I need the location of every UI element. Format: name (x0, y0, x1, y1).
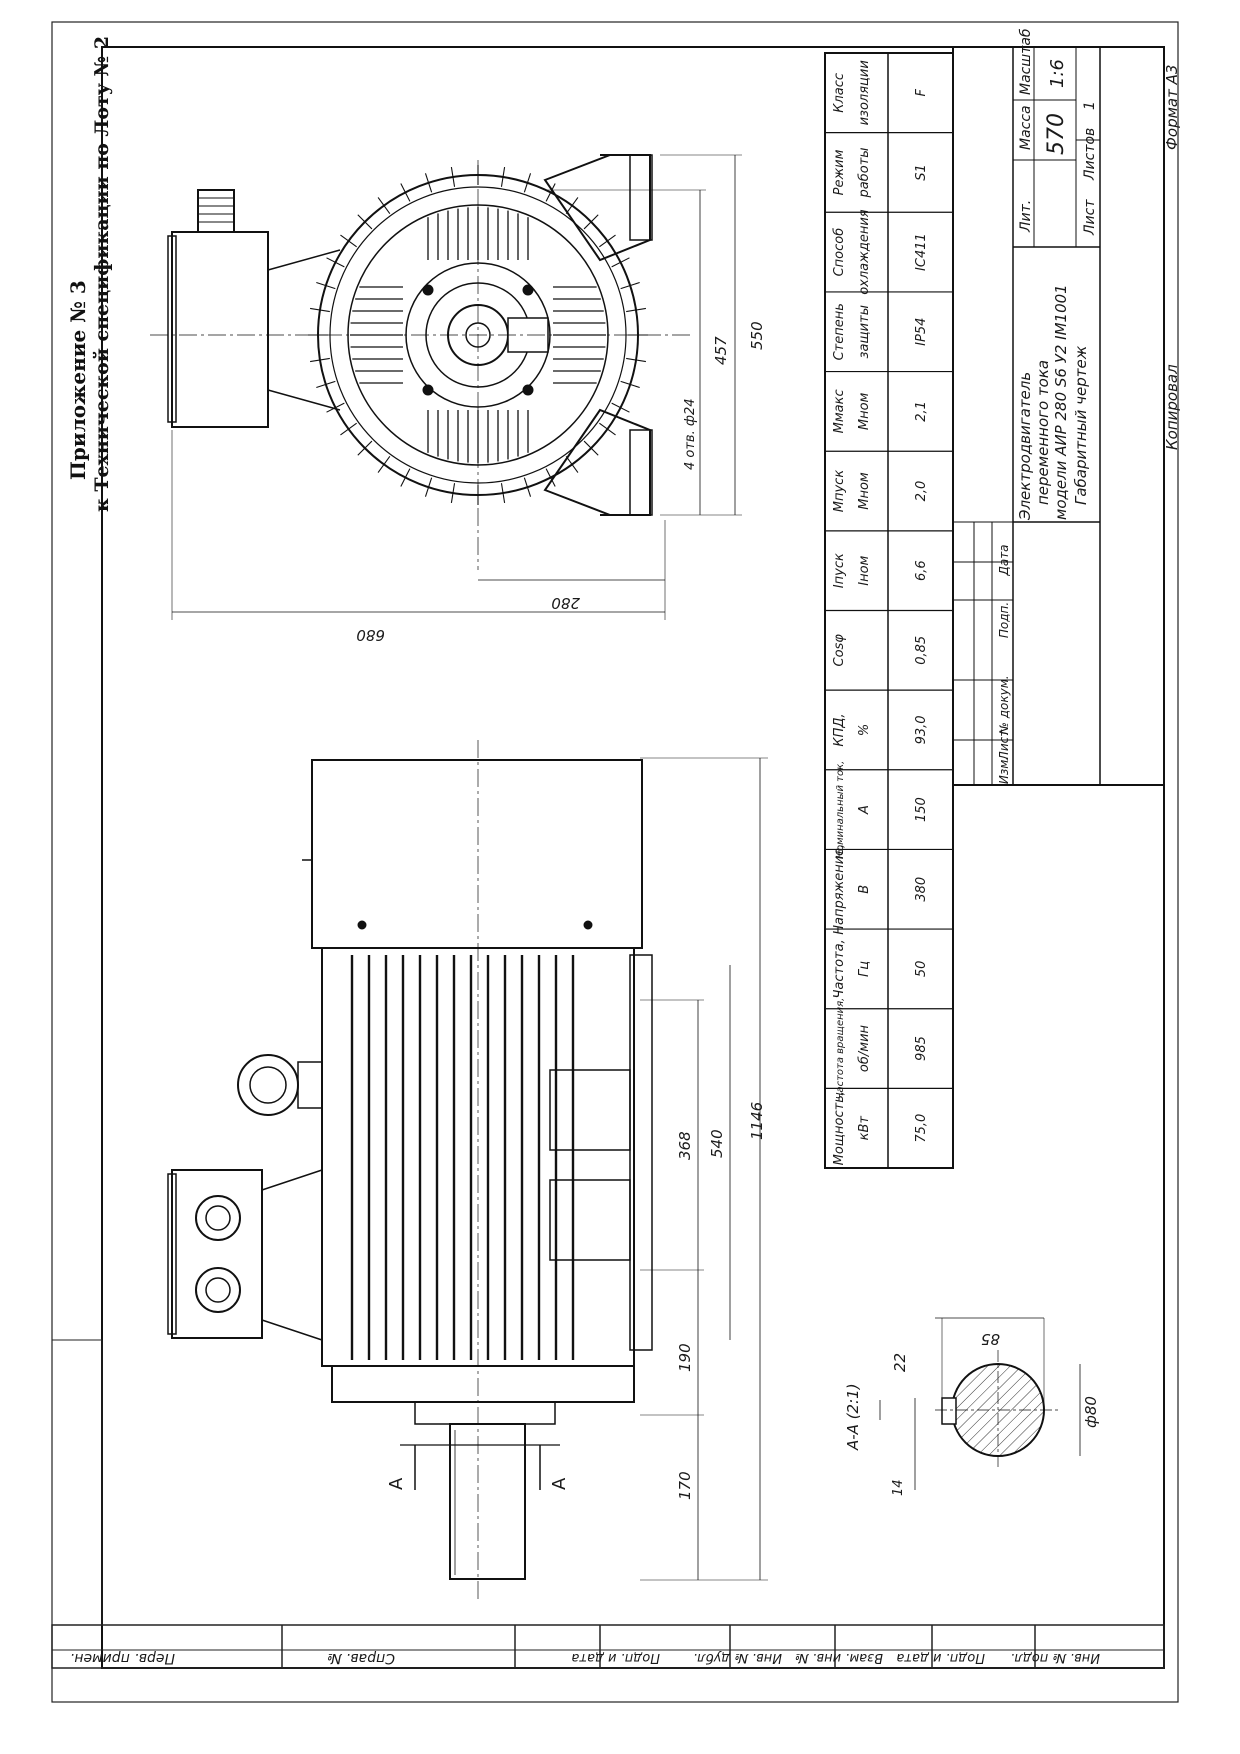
stamp-podp-data-2: Подп. и дата (896, 1650, 985, 1665)
spec-value-11: IC411 (914, 233, 929, 271)
outer-frame (51, 21, 1179, 1703)
spec-unit-3: В (857, 885, 872, 894)
spec-value-13: F (914, 89, 929, 97)
side-dimensions: 1146 540 368 190 170 А А (386, 1102, 766, 1500)
spec-unit-13: изоляции (857, 60, 872, 125)
spec-value-4: 150 (914, 797, 929, 822)
rev-header-3: Подп. (997, 602, 1011, 638)
spec-unit-11: охлаждения (857, 209, 872, 295)
rev-header-2: № докум. (997, 675, 1011, 735)
dim-680: 680 (356, 626, 385, 644)
dim-170: 170 (676, 1471, 694, 1500)
stamp-podp-data-1: Подп. и дата (571, 1650, 660, 1665)
stamp-perv-primen: Перв. примен. (70, 1650, 175, 1666)
spec-header-9: Ммакс (832, 389, 847, 433)
rev-header-4: Дата (997, 544, 1011, 576)
tb-mass-label: Масса (1018, 105, 1034, 150)
spec-header-3: Напряжение, (832, 844, 847, 935)
spec-header-0: Мощность, (832, 1091, 847, 1165)
spec-value-5: 93,0 (914, 715, 929, 744)
cut-mark-right: А (549, 1477, 570, 1490)
tb-sheets-value: 1 (1082, 101, 1098, 110)
side-stamp: Перв. примен. Справ. № Подп. и дата Инв.… (51, 1339, 1165, 1669)
spec-header-5: КПД, (832, 713, 847, 746)
tb-copied: Копировал (1163, 364, 1181, 450)
tb-name-2: переменного тока (1034, 360, 1052, 505)
dim-190: 190 (676, 1343, 694, 1372)
spec-value-3: 380 (914, 877, 929, 902)
spec-unit-1: об/мин (857, 1024, 872, 1072)
dim-368: 368 (676, 1131, 694, 1160)
spec-unit-9: Мном (857, 392, 872, 430)
front-view (150, 154, 742, 620)
spec-header-6: Cosφ (832, 634, 847, 667)
tb-name-1: Электродвигатель (1016, 372, 1034, 521)
spec-unit-0: кВт (857, 1116, 872, 1141)
spec-unit-7: Iном (857, 555, 872, 585)
header: Приложение № 3 к Технической спецификаци… (66, 36, 113, 512)
dim-85: 85 (981, 1330, 1000, 1348)
spec-header-11: Способ (832, 228, 847, 277)
tb-mass-value: 570 (1044, 113, 1069, 155)
spec-value-9: 2,1 (914, 401, 929, 422)
dim-550: 550 (748, 321, 766, 350)
tb-scale-label: Масштаб (1018, 28, 1034, 95)
spec-unit-8: Мном (857, 472, 872, 510)
spec-value-0: 75,0 (914, 1114, 929, 1143)
spec-value-1: 985 (914, 1036, 929, 1061)
stamp-sprav-no: Справ. № (327, 1650, 395, 1666)
dim-280: 280 (551, 594, 580, 612)
tb-sheet-label: Лист (1082, 199, 1098, 236)
spec-unit-5: % (857, 724, 872, 736)
stamp-inv-podl: Инв. № подл. (1010, 1650, 1100, 1665)
spec-header-4: Номинальный ток, (835, 761, 846, 859)
spec-unit-2: Гц (857, 961, 872, 977)
side-view (167, 740, 768, 1600)
section-aa (879, 1317, 1081, 1490)
spec-header-12: Режим (832, 149, 847, 195)
spec-header-1: Частота вращения, (835, 998, 846, 1100)
spec-value-12: S1 (914, 164, 929, 181)
spec-unit-10: защиты (857, 305, 872, 358)
tb-lit-label: Лит. (1018, 200, 1034, 233)
rev-header-1: Лист (997, 729, 1011, 761)
stamp-inv-dubl: Инв. № дубл. (693, 1650, 782, 1665)
spec-header-13: Класс (832, 73, 847, 113)
dim-14: 14 (891, 1479, 906, 1496)
tb-name-4: Габаритный чертеж (1072, 345, 1090, 505)
section-title: А-А (2:1) (844, 1383, 862, 1451)
tb-name-3: модели АИР 280 S6 У2 IM1001 (1052, 284, 1070, 520)
spec-header-10: Степень (832, 303, 847, 360)
spec-unit-12: работы (857, 147, 872, 198)
dim-457: 457 (712, 336, 730, 365)
tb-sheets-label: Листов (1082, 128, 1098, 181)
dim-1146: 1146 (748, 1102, 766, 1140)
tb-format: Формат А3 (1163, 65, 1181, 150)
dim-540: 540 (708, 1129, 726, 1158)
section-dimensions: А-А (2:1) 85 22 ф80 14 (844, 1330, 1100, 1496)
header-line1: Приложение № 3 (66, 280, 90, 480)
spec-unit-4: А (857, 805, 872, 815)
spec-table: Мощность, кВт 75,0 Частота вращения, об/мин 9… (824, 52, 954, 1169)
front-dimensions: 680 280 457 550 4 отв. ф24 (356, 321, 766, 644)
spec-value-6: 0,85 (914, 636, 929, 665)
rev-header-0: Изм. (997, 756, 1011, 784)
stamp-vzam-inv: Взам. инв. № (795, 1650, 883, 1665)
dim-holes: 4 отв. ф24 (683, 398, 698, 470)
spec-header-2: Частота, (832, 939, 847, 998)
dim-22: 22 (891, 1353, 909, 1372)
tb-scale-value: 1:6 (1047, 59, 1068, 88)
dim-phi80: ф80 (1082, 1396, 1100, 1428)
spec-value-10: IP54 (914, 318, 929, 346)
spec-value-8: 2,0 (914, 481, 929, 502)
spec-header-8: Мпуск (832, 470, 847, 513)
cut-mark-left: А (386, 1477, 407, 1490)
header-line2: к Технической спецификации по Лоту № 2 (91, 36, 113, 512)
spec-value-7: 6,6 (914, 560, 929, 581)
spec-value-2: 50 (914, 961, 929, 978)
spec-header-7: Iпуск (832, 553, 847, 588)
